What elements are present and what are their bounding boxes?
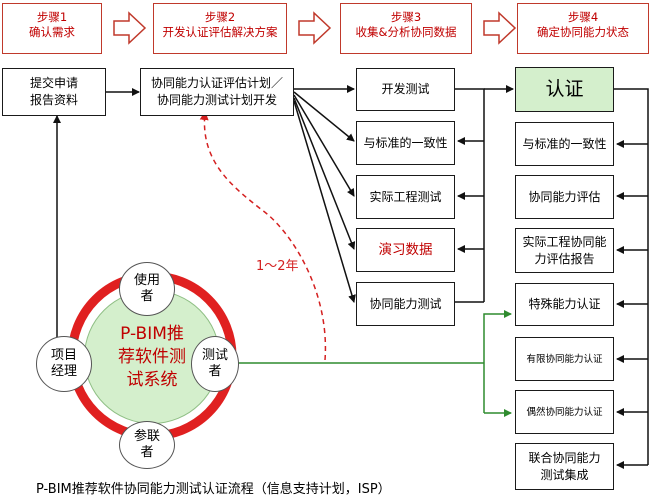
- role-project-manager: 项目 经理: [36, 336, 92, 392]
- plan-development-box: 协同能力认证评估计划／ 协同能力测试计划开发: [140, 68, 294, 116]
- cycle-duration-label: 1～2年: [256, 259, 299, 274]
- engineering-test-box: 实际工程测试: [356, 175, 455, 219]
- step-3-number: 步骤3: [390, 10, 422, 24]
- step-1-title: 确认需求: [29, 25, 75, 39]
- step-3-title: 收集&分析协同数据: [355, 25, 457, 39]
- step-arrows: [113, 11, 517, 45]
- step-2-number: 步骤2: [204, 10, 236, 24]
- step-3-header: 步骤3 收集&分析协同数据: [340, 3, 472, 54]
- col4-feedback-arrows: [614, 88, 649, 469]
- col3-feedback-arrows: [455, 85, 514, 303]
- step-2-header: 步骤2 开发认证评估解决方案: [153, 3, 287, 54]
- cert-standard-conformance-box: 与标准的一致性: [515, 122, 614, 166]
- submit-application-box: 提交申请 报告资料: [2, 68, 106, 116]
- exercise-data-box: 演习数据: [356, 228, 455, 272]
- tester-green-arrows: [237, 310, 512, 417]
- engineering-interop-report-box: 实际工程协同能 力评估报告: [515, 228, 614, 273]
- step-4-title: 确定协同能力状态: [537, 25, 629, 39]
- joint-interop-integration-box: 联合协同能力 测试集成: [515, 443, 614, 490]
- certification-box: 认证: [515, 67, 614, 112]
- step-4-header: 步骤4 确定协同能力状态: [517, 3, 649, 54]
- diagram-caption: P-BIM推荐软件协同能力测试认证流程（信息支持计划，ISP）: [36, 482, 391, 497]
- step-1-header: 步骤1 确认需求: [2, 3, 102, 54]
- special-capability-cert-box: 特殊能力认证: [515, 283, 614, 326]
- step-4-number: 步骤4: [567, 10, 599, 24]
- standard-conformance-box: 与标准的一致性: [356, 121, 455, 165]
- role-participant: 参联 者: [119, 421, 175, 469]
- step-1-number: 步骤1: [36, 10, 68, 24]
- interop-test-box: 协同能力测试: [356, 282, 455, 326]
- review-loop-arrow: [199, 111, 327, 361]
- role-user: 使用 者: [119, 262, 175, 316]
- interop-assessment-box: 协同能力评估: [515, 175, 614, 219]
- step-2-title: 开发认证评估解决方案: [162, 25, 278, 39]
- limited-interop-cert-box: 有限协同能力认证: [515, 337, 614, 381]
- dev-test-box: 开发测试: [356, 68, 455, 111]
- incidental-interop-cert-box: 偶然协同能力认证: [515, 390, 614, 434]
- plan-fan-arrows: [293, 85, 356, 303]
- role-tester: 测试 者: [191, 336, 239, 392]
